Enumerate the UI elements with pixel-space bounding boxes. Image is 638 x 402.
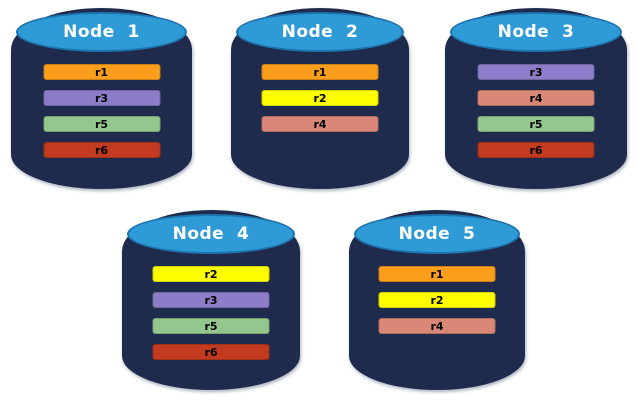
replica-list: r1 r3 r5 r6 bbox=[43, 64, 160, 158]
replica-bar-r4: r4 bbox=[477, 90, 595, 106]
replica-label: r6 bbox=[94, 143, 109, 157]
replica-label: r1 bbox=[94, 65, 109, 79]
database-cylinder-top: Node 4 bbox=[127, 214, 295, 254]
replica-list: r1 r2 r4 bbox=[378, 266, 496, 334]
node-title: Node 4 bbox=[172, 223, 250, 244]
replica-bar-r6: r6 bbox=[43, 142, 160, 158]
replica-label: r1 bbox=[313, 65, 327, 79]
database-node-4: Node 4 r2 r3 r5 r6 bbox=[122, 210, 300, 390]
replica-label: r4 bbox=[430, 319, 444, 333]
replica-label: r2 bbox=[313, 91, 327, 105]
replica-bar-r2: r2 bbox=[152, 266, 270, 282]
database-node-5: Node 5 r1 r2 r4 bbox=[349, 210, 525, 390]
database-node-1: Node 1 r1 r3 r5 r6 bbox=[11, 8, 192, 189]
replica-bar-r6: r6 bbox=[477, 142, 595, 158]
replica-label: r6 bbox=[204, 345, 218, 359]
replica-bar-r4: r4 bbox=[378, 318, 496, 334]
replica-label: r4 bbox=[313, 117, 327, 131]
replica-label: r2 bbox=[204, 267, 218, 281]
replica-bar-r2: r2 bbox=[378, 292, 496, 308]
database-cylinder-top: Node 2 bbox=[236, 12, 404, 52]
node-title: Node 1 bbox=[63, 21, 140, 42]
replica-bar-r3: r3 bbox=[152, 292, 270, 308]
replica-label: r4 bbox=[529, 91, 543, 105]
replica-bar-r1: r1 bbox=[43, 64, 160, 80]
replica-bar-r6: r6 bbox=[152, 344, 270, 360]
replica-bar-r5: r5 bbox=[43, 116, 160, 132]
database-cylinder-top: Node 3 bbox=[450, 12, 622, 52]
node-title: Node 2 bbox=[281, 21, 359, 42]
replica-label: r1 bbox=[430, 267, 444, 281]
replica-label: r3 bbox=[94, 91, 109, 105]
replica-bar-r1: r1 bbox=[378, 266, 496, 282]
replica-label: r5 bbox=[204, 319, 218, 333]
replica-list: r2 r3 r5 r6 bbox=[152, 266, 270, 360]
replica-bar-r5: r5 bbox=[477, 116, 595, 132]
replica-bar-r3: r3 bbox=[477, 64, 595, 80]
replica-label: r2 bbox=[430, 293, 444, 307]
database-node-3: Node 3 r3 r4 r5 r6 bbox=[445, 8, 627, 189]
replica-bar-r1: r1 bbox=[261, 64, 379, 80]
node-title: Node 5 bbox=[398, 223, 476, 244]
replica-label: r5 bbox=[94, 117, 109, 131]
database-cylinder-top: Node 1 bbox=[16, 12, 187, 52]
replica-label: r5 bbox=[529, 117, 543, 131]
replica-list: r3 r4 r5 r6 bbox=[477, 64, 595, 158]
database-node-2: Node 2 r1 r2 r4 bbox=[231, 8, 409, 189]
replica-bar-r4: r4 bbox=[261, 116, 379, 132]
replica-label: r6 bbox=[529, 143, 543, 157]
replica-label: r3 bbox=[204, 293, 218, 307]
node-title: Node 3 bbox=[497, 21, 575, 42]
replica-label: r3 bbox=[529, 65, 543, 79]
replica-bar-r2: r2 bbox=[261, 90, 379, 106]
replica-list: r1 r2 r4 bbox=[261, 64, 379, 132]
replica-bar-r5: r5 bbox=[152, 318, 270, 334]
replica-bar-r3: r3 bbox=[43, 90, 160, 106]
database-cylinder-top: Node 5 bbox=[354, 214, 520, 254]
